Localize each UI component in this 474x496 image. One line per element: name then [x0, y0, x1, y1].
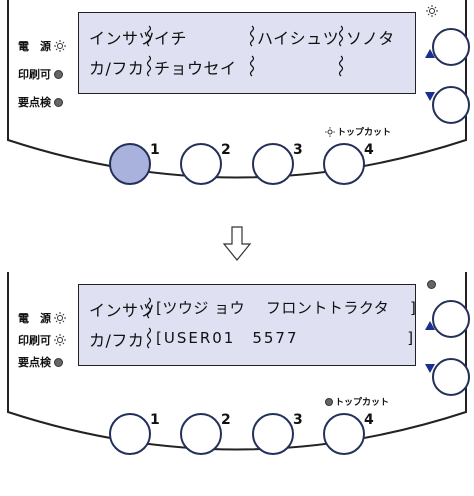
- lcd-menu-position: イチ: [154, 29, 188, 48]
- separator-icon: [338, 55, 344, 77]
- lcd-label-enable: カ/フカ: [89, 331, 145, 350]
- button-number-1: 1: [150, 142, 160, 158]
- lcd-menu-adjust: チョウセイ: [154, 59, 237, 78]
- lcd-menu-other: ソノタ: [346, 29, 395, 48]
- up-button[interactable]: [432, 300, 470, 338]
- sun-icon: [54, 312, 66, 324]
- separator-icon: [249, 55, 255, 77]
- ready-indicator: 印刷可: [18, 332, 66, 348]
- menu-button-4[interactable]: [323, 413, 365, 455]
- ready-indicator: 印刷可: [18, 66, 63, 82]
- check-indicator: 要点検: [18, 354, 63, 370]
- button-number-1: 1: [150, 412, 160, 428]
- lcd-label-print: インサツ: [89, 301, 156, 320]
- sun-icon: [54, 40, 66, 52]
- menu-button-2[interactable]: [180, 413, 222, 455]
- down-button[interactable]: [432, 358, 470, 396]
- button-number-2: 2: [221, 142, 231, 158]
- dot-icon: [54, 357, 63, 367]
- up-arrow-icon: [425, 321, 435, 330]
- dot-icon: [325, 397, 333, 406]
- top-cut-label: トップカット: [325, 395, 389, 408]
- button-number-2: 2: [221, 412, 231, 428]
- separator-icon: [338, 25, 344, 47]
- separator-icon: [146, 327, 152, 349]
- lcd-display: インサツ [ツウジ ョウ フロントトラクタ ] カ/フカ [USER01 557…: [78, 284, 416, 366]
- lcd-menu-enable: カ/フカ: [89, 59, 145, 78]
- lcd-menu-print: インサツ: [89, 29, 156, 48]
- power-indicator: 電 源: [18, 38, 66, 54]
- lcd-value-enable: [USER01 5577 ]: [156, 329, 416, 347]
- menu-button-2[interactable]: [180, 143, 222, 185]
- menu-button-4[interactable]: [323, 143, 365, 185]
- lcd-menu-eject: ハイシュツ: [257, 29, 340, 48]
- dot-icon: [54, 97, 63, 107]
- sun-icon: [54, 334, 66, 346]
- button-number-3: 3: [293, 142, 303, 158]
- button-number-3: 3: [293, 412, 303, 428]
- up-arrow-icon: [425, 49, 435, 58]
- down-button[interactable]: [432, 86, 470, 124]
- sun-icon: [325, 126, 335, 137]
- menu-button-3[interactable]: [252, 143, 294, 185]
- down-arrow-icon: [425, 364, 435, 373]
- check-indicator: 要点検: [18, 94, 63, 110]
- top-cut-label: トップカット: [325, 125, 391, 138]
- down-arrow-icon: [425, 92, 435, 101]
- lcd-value-print: [ツウジ ョウ フロントトラクタ ]: [156, 299, 417, 317]
- bottom-control-panel: 電 源 印刷可 要点検 インサツ [ツウジ ョウ フロントトラクタ ] カ/フカ…: [0, 272, 474, 496]
- down-arrow-icon: [222, 226, 252, 261]
- separator-icon: [146, 25, 152, 47]
- button-number-4: 4: [364, 412, 374, 428]
- top-control-panel: 電 源 印刷可 要点検 インサツ イチ ハイシュツ ソノタ カ/フカ チョウセイ: [0, 0, 474, 224]
- dot-icon: [54, 69, 63, 79]
- menu-button-1[interactable]: [109, 413, 151, 455]
- separator-icon: [146, 55, 152, 77]
- power-indicator: 電 源: [18, 310, 66, 326]
- dot-icon: [427, 280, 436, 289]
- button-number-4: 4: [364, 142, 374, 158]
- up-button[interactable]: [432, 28, 470, 66]
- separator-icon: [146, 297, 152, 319]
- lcd-display: インサツ イチ ハイシュツ ソノタ カ/フカ チョウセイ: [78, 12, 416, 94]
- sun-icon: [426, 5, 438, 17]
- menu-button-3[interactable]: [252, 413, 294, 455]
- separator-icon: [249, 25, 255, 47]
- menu-button-1[interactable]: [109, 143, 151, 185]
